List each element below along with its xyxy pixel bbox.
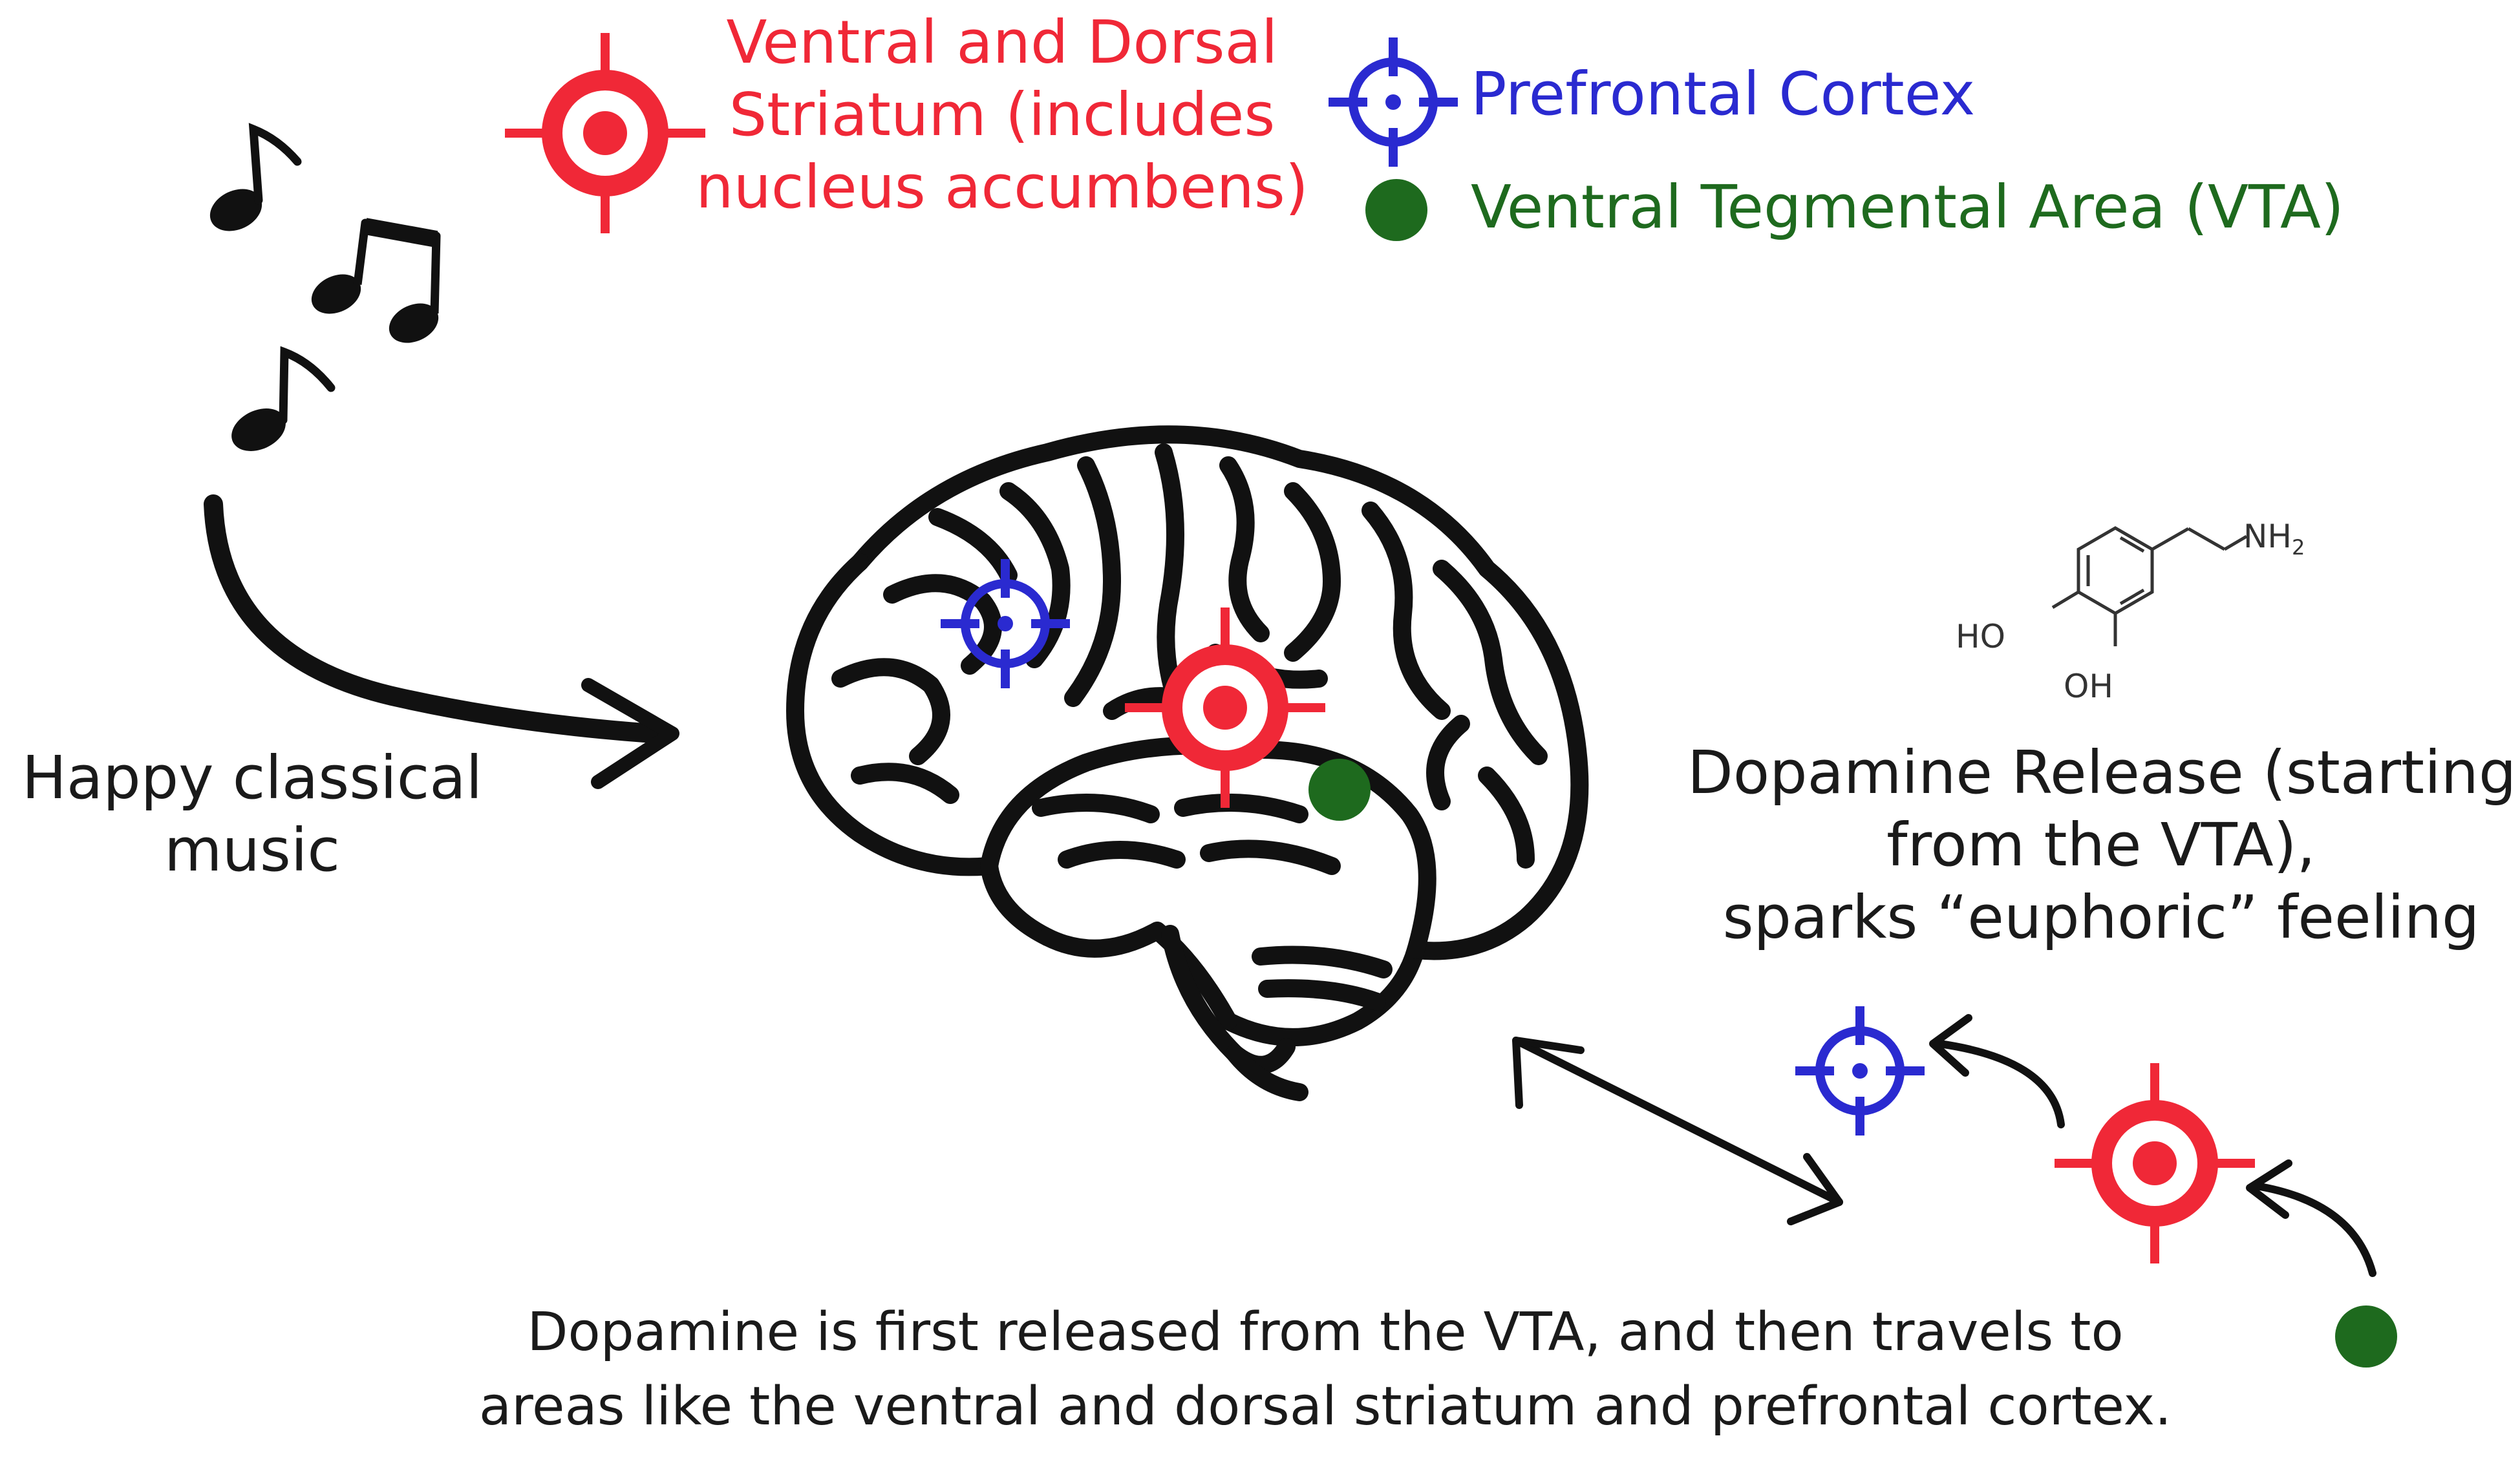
dopamine-release-line: Dopamine Release (starting (1687, 738, 2517, 807)
legend-striatum-label: Ventral and Dorsal Striatum (includes nu… (685, 6, 1319, 224)
brain-release-double-arrow (1512, 1037, 1843, 1225)
molecule-nh2-label: NH2 (2243, 517, 2305, 560)
brain-vta-marker-icon (1308, 759, 1371, 821)
brain-icon (786, 425, 1589, 1101)
legend-striatum-line: Striatum (includes (729, 80, 1276, 150)
bottom-caption-line: areas like the ventral and dorsal striat… (478, 1375, 2172, 1437)
molecule-nh-text: NH (2243, 518, 2292, 555)
legend-blue-crosshair-icon (1329, 37, 1458, 167)
music-label: Happy classical music (0, 742, 504, 887)
legend-striatum-line: nucleus accumbens) (696, 153, 1308, 222)
bottom-caption: Dopamine is first released from the VTA,… (420, 1296, 2230, 1444)
legend-green-dot-icon (1365, 179, 1427, 241)
legend-striatum-line: Ventral and Dorsal (726, 8, 1278, 77)
music-to-brain-arrow (204, 494, 679, 789)
music-label-line: music (164, 816, 340, 885)
dopamine-release-line: from the VTA), (1886, 810, 2316, 880)
molecule-nh-subscript: 2 (2292, 535, 2305, 560)
dopamine-release-label: Dopamine Release (starting from the VTA)… (1687, 737, 2517, 955)
pathway-arrows (1929, 1014, 2376, 1277)
legend-red-target-icon (505, 33, 705, 233)
dopamine-molecule-icon (2051, 526, 2248, 646)
bottom-caption-line: Dopamine is first released from the VTA,… (527, 1302, 2124, 1363)
music-label-line: Happy classical (21, 743, 483, 812)
dopamine-release-line: sparks “euphoric” feeling (1722, 883, 2480, 953)
brain-striatum-marker-icon (1125, 608, 1325, 808)
legend-vta-label: Ventral Tegmental Area (VTA) (1471, 173, 2344, 242)
molecule-oh-label: OH (2064, 668, 2113, 705)
pathway-vta-dot-icon (2335, 1305, 2397, 1368)
molecule-ho-label: HO (1956, 618, 2005, 655)
pathway-prefrontal-crosshair-icon (1795, 1006, 1925, 1136)
music-notes-icon (209, 123, 441, 451)
pathway-striatum-target-icon (2055, 1063, 2255, 1263)
legend-prefrontal-label: Prefrontal Cortex (1471, 59, 1976, 129)
